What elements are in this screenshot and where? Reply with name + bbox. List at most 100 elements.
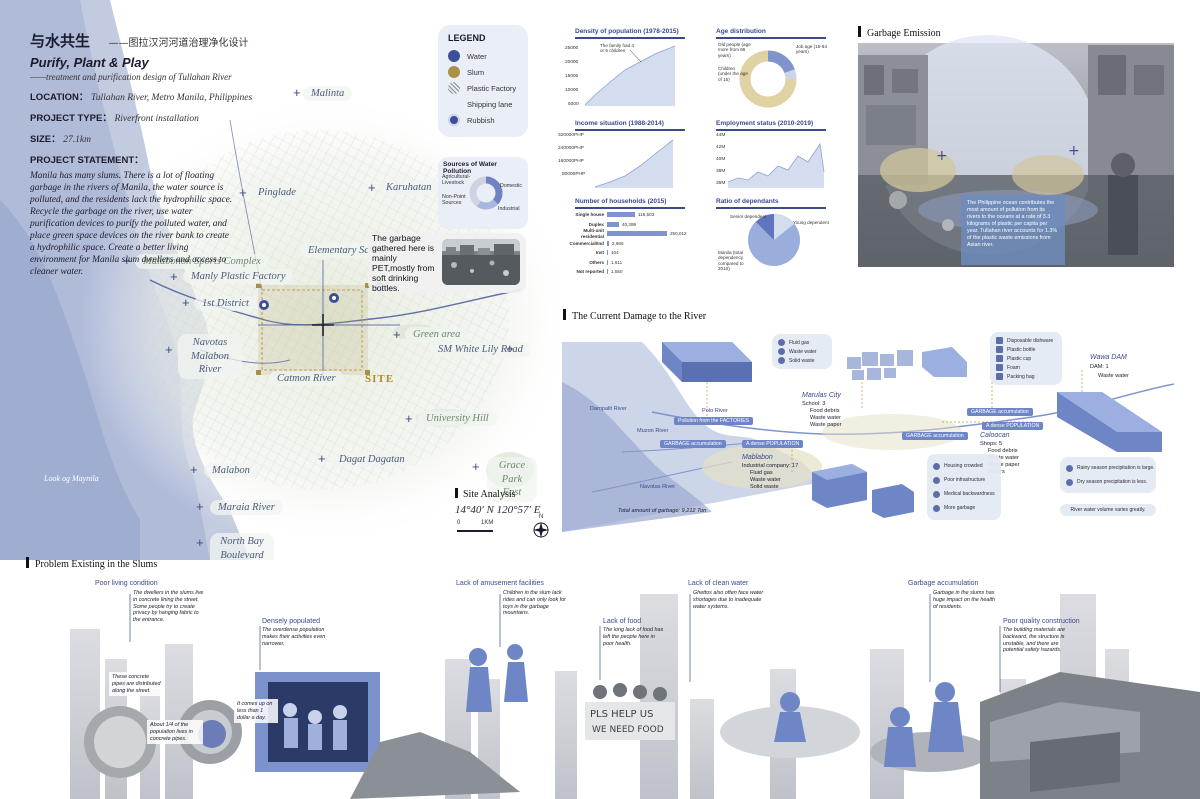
location-marker-icon: + xyxy=(196,499,204,514)
chart-dependants-pie xyxy=(748,214,800,266)
legend-title: LEGEND xyxy=(448,33,486,43)
bag-icon xyxy=(996,373,1003,380)
type-row: PROJECT TYPE： Riverfront installation xyxy=(30,110,275,124)
chart-title-employment: Employment status (2010-2019) xyxy=(716,120,814,127)
river-label-dampalit: Dampalit River xyxy=(590,406,627,412)
size-value: 27.1km xyxy=(63,135,91,145)
type-value: Riverfront installation xyxy=(114,114,199,124)
map-label-site[interactable]: SITE xyxy=(365,373,395,385)
map-label-district[interactable]: 1st District xyxy=(194,296,257,311)
slum-item-text-food: The long lack of food has left the peopl… xyxy=(603,627,664,647)
type-label: PROJECT TYPE： xyxy=(30,113,112,124)
location-marker-icon: + xyxy=(165,342,173,357)
slum-item-title-amusement: Lack of amusement facilities xyxy=(456,580,544,587)
emission-section-title: Garbage Emission xyxy=(858,26,941,39)
map-label-lily-road[interactable]: SM White Lily Road xyxy=(430,342,531,357)
location-marker-icon: + xyxy=(170,269,178,284)
slum-item-title-food: Lack of food xyxy=(603,618,642,625)
garbage-types-panel: Disposable dishware Plastic bottle Plast… xyxy=(990,332,1062,385)
pollution-label-industrial: Industrial xyxy=(498,206,520,212)
svg-text:+: + xyxy=(1068,143,1080,159)
map-label-green-area[interactable]: Green area xyxy=(405,327,469,342)
house-icon xyxy=(933,462,940,470)
map-label-sports[interactable]: Malabonon Sports Complex xyxy=(135,254,269,269)
pollution-label-nonpoint: Non-Point Sources xyxy=(442,194,466,206)
subtitle-english: ——treatment and purification design of T… xyxy=(30,72,232,82)
map-label-north-bay[interactable]: North Bay Boulevard North xyxy=(210,533,274,560)
location-row: LOCATION： Tullahan River, Metro Manila, … xyxy=(30,89,275,103)
slums-strip: PLS HELP US WE NEED FOOD Poor liv xyxy=(0,552,1200,799)
sun-icon xyxy=(1066,478,1073,486)
chart-age-donut xyxy=(739,50,797,108)
map-label-manila-bay: Look og Maynila xyxy=(44,474,99,483)
bottle-icon xyxy=(996,346,1003,353)
map-label-karuhatan[interactable]: Karuhatan xyxy=(378,180,440,195)
map-legend: LEGEND Water Slum Plastic Factory Shippi… xyxy=(438,25,528,137)
scale-bar: 0 1KM N xyxy=(455,514,565,542)
statement-text: Manila has many slums. There is a lot of… xyxy=(30,171,233,278)
site-coordinates: 14°40′ N 120°57′ E xyxy=(455,504,541,516)
pollution-donut xyxy=(469,176,503,210)
location-marker-icon: + xyxy=(318,451,326,466)
emission-text-box: The Philippine ocean contributes the mos… xyxy=(961,195,1065,265)
location-marker-icon: + xyxy=(190,462,198,477)
pollution-label-domestic: Domestic xyxy=(500,183,523,189)
slum-note-pipe-population: About 1/4 of the population lives in con… xyxy=(147,720,203,745)
chart-density xyxy=(584,45,676,106)
size-label: SIZE： xyxy=(30,134,61,145)
damage-section-title: The Current Damage to the River xyxy=(563,309,706,322)
location-marker-icon: + xyxy=(506,341,514,356)
svg-text:WE NEED FOOD: WE NEED FOOD xyxy=(592,725,664,735)
caloocan-title: Caloocan xyxy=(980,432,1010,439)
map-label-malabon[interactable]: Malabon xyxy=(204,463,258,478)
total-garbage: Total amount of garbage: 9,212 Ton xyxy=(618,508,707,514)
slum-item-title-construction: Poor quality construction xyxy=(1003,618,1080,625)
slum-item-text-water: Ghettos also often face water shortages … xyxy=(693,590,764,610)
map-label-pinglade[interactable]: Pinglade xyxy=(250,185,304,200)
map-label-navotas[interactable]: Navotas Malabon River xyxy=(178,334,242,379)
map-label-malinta[interactable]: Malinta xyxy=(303,86,353,101)
map-label-university-hill[interactable]: University Hill xyxy=(418,411,497,426)
chart-title-households: Number of households (2015) xyxy=(575,198,667,205)
size-row: SIZE： 27.1km xyxy=(30,131,275,145)
damage-diagram: Fluid gas Waste water Solid waste Dispos… xyxy=(562,322,1174,532)
chart-income xyxy=(594,139,674,188)
site-analysis-block: Site Analysis 14°40′ N 120°57′ E 0 1KM N xyxy=(455,488,565,542)
slum-item-title-water: Lack of clean water xyxy=(688,580,749,587)
weather-panel: Rainy season precipitation is large. Dry… xyxy=(1060,457,1156,493)
slum-item-title-dense: Densely populated xyxy=(262,618,320,625)
site-analysis-title: Site Analysis xyxy=(455,488,565,500)
legend-item-plastic-factory: Plastic Factory xyxy=(448,80,518,96)
gas-icon xyxy=(778,339,785,346)
slums-illustration: PLS HELP US WE NEED FOOD xyxy=(84,594,1200,799)
statement-row: PROJECT STATEMENT： xyxy=(30,152,275,166)
chart-title-age: Age distribution xyxy=(716,28,766,35)
garbage-note-text: The garbage gathered here is mainly PET,… xyxy=(372,232,435,294)
map-label-maraia-river[interactable]: Maraia River xyxy=(210,500,283,515)
water-swatch-icon xyxy=(448,50,460,62)
map-label-factory[interactable]: Manly Plastic Factory xyxy=(183,269,294,284)
flow-tag-factories: Pollution from the FACTORIES xyxy=(674,417,754,425)
statement-label: PROJECT STATEMENT： xyxy=(30,155,144,166)
map-label-catmon-river[interactable]: Catmon River xyxy=(269,371,344,386)
legend-item-water: Water xyxy=(448,48,518,64)
site-map: Malinta + Karuhatan + Pinglade + Element… xyxy=(0,0,560,560)
legend-item-rubbish: Rubbish xyxy=(448,112,518,128)
pollution-title: Sources of Water Pollution xyxy=(443,161,497,175)
slum-item-text-amusement: Children in the slum lack rides and can … xyxy=(503,590,566,617)
slums-section-title: Problem Existing in the Slums xyxy=(26,557,157,570)
rain-icon xyxy=(1066,464,1073,472)
compass-icon xyxy=(533,522,549,538)
river-label-polo: Polo River xyxy=(702,408,728,414)
waste-icon xyxy=(778,357,785,364)
slum-item-title-garbage: Garbage accumulation xyxy=(908,580,979,587)
damage-map-graphic xyxy=(562,342,1174,532)
garbage-icon xyxy=(933,504,940,512)
chart-title-dependants: Ratio of dependants xyxy=(716,198,779,205)
slum-swatch-icon xyxy=(448,66,460,78)
slum-item-title-living: Poor living condition xyxy=(95,580,158,587)
map-label-dagat[interactable]: Dagat Dagatan xyxy=(331,452,413,467)
location-marker-icon: + xyxy=(368,180,376,195)
svg-text:PLS HELP US: PLS HELP US xyxy=(590,709,653,720)
location-marker-icon: + xyxy=(405,411,413,426)
